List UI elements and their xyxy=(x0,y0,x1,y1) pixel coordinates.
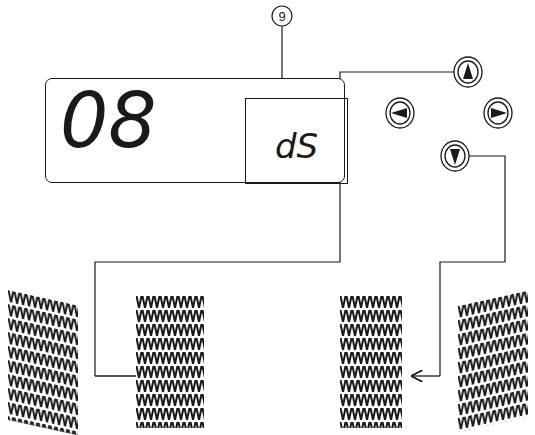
mode-indicator: dS xyxy=(245,98,348,184)
mode-code: dS xyxy=(246,129,347,163)
lcd-display: 08 dS xyxy=(45,78,345,183)
callout-circle xyxy=(272,6,292,26)
fabric-swatch xyxy=(340,296,402,428)
arrow-buttons xyxy=(386,57,512,171)
flow-arrow xyxy=(412,375,440,376)
fabric-swatch xyxy=(458,291,528,432)
callout-number: 9 xyxy=(278,9,285,24)
button-arrows xyxy=(391,63,507,165)
fabric-swatch xyxy=(8,290,78,435)
fabric-swatch xyxy=(136,296,204,428)
display-digits: 08 xyxy=(60,83,157,159)
